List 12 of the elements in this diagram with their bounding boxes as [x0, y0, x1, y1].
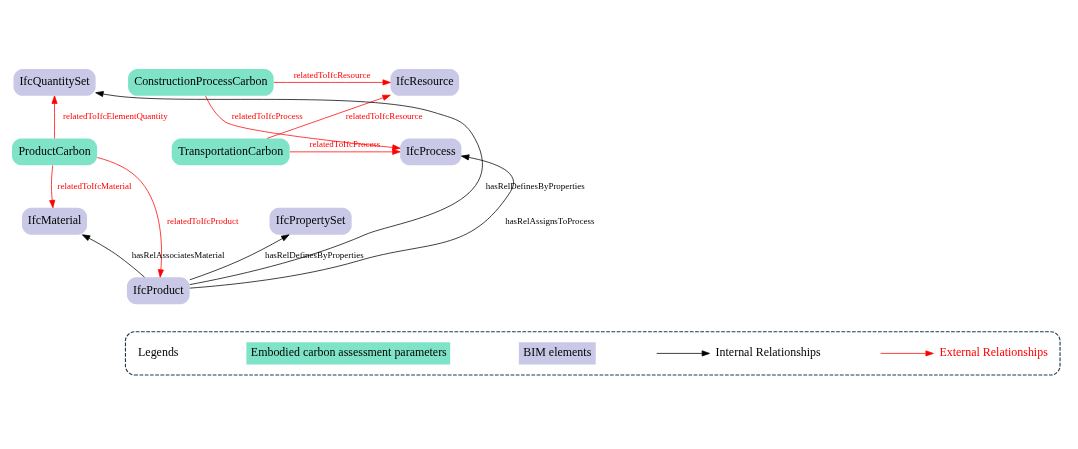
- legend-label: BIM elements: [523, 344, 592, 359]
- edge-label: relatedToIfcResource: [293, 69, 371, 80]
- legend-label: Internal Relationships: [715, 344, 821, 359]
- legend-label: External Relationships: [939, 344, 1048, 359]
- edge-label: relatedToIfcElementQuantity: [63, 110, 168, 121]
- edge-label: hasRelDefinesByProperties: [485, 180, 585, 191]
- edge-label: relatedToIfcResource: [345, 110, 423, 121]
- edge-label: hasRelAssignsToProcess: [505, 215, 595, 226]
- edge-label: relatedToIfcProduct: [167, 215, 239, 226]
- edge-label: relatedToIfcProcess: [231, 110, 303, 121]
- legend-label: Embodied carbon assessment parameters: [250, 344, 447, 359]
- edge-label: relatedToIfcMaterial: [57, 180, 132, 191]
